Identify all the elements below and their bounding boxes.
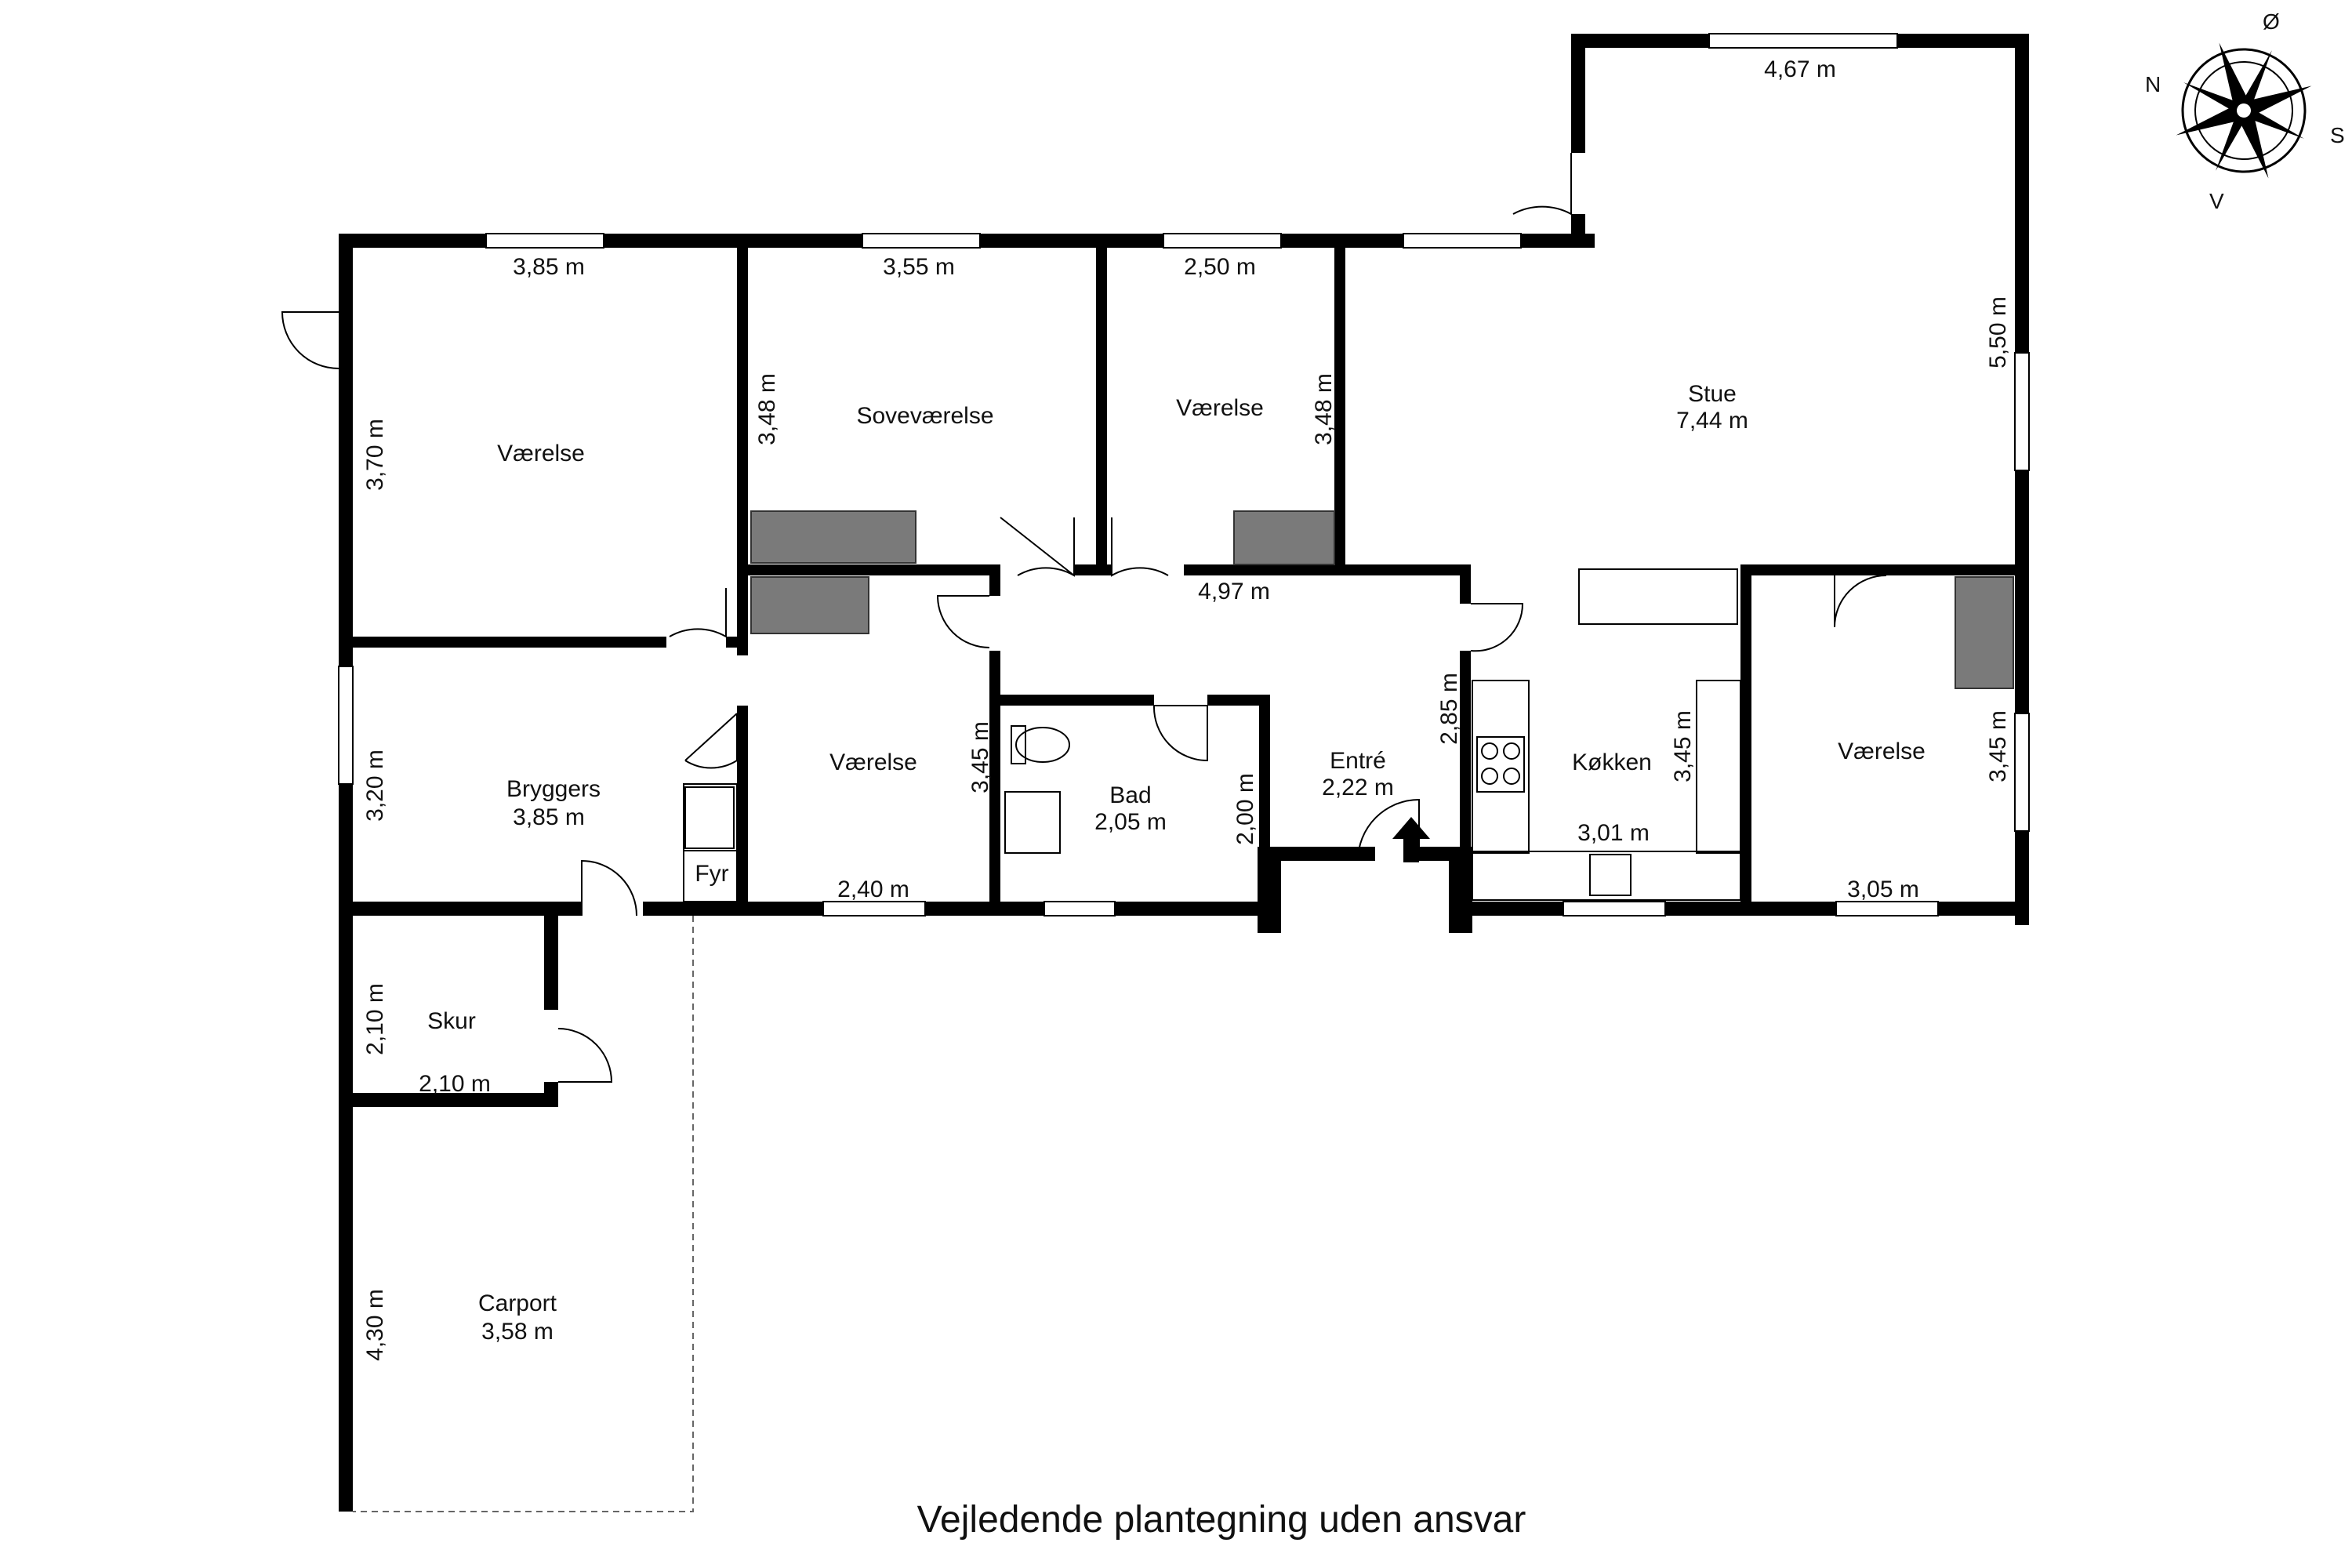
compass-v-label: V xyxy=(2209,189,2224,213)
dim-top-vaerelse: 3,85 m xyxy=(513,254,585,280)
dim-top-vaerelse2: 2,50 m xyxy=(1184,254,1256,280)
fixtures xyxy=(684,510,2014,901)
compass-o-label: Ø xyxy=(2263,9,2280,34)
room-stue-size: 7,44 m xyxy=(1676,408,1748,434)
entrance-arrow-icon xyxy=(1392,817,1430,862)
room-bryggers-label: Bryggers xyxy=(506,776,601,802)
room-vaerelse-e-label: Værelse xyxy=(1838,739,1926,764)
room-bad-size: 2,05 m xyxy=(1094,809,1167,835)
room-fyr-label: Fyr xyxy=(695,861,728,887)
wardrobe-vaerelse-e xyxy=(1955,576,2014,689)
room-vaerelse-mid-label: Værelse xyxy=(829,750,917,775)
dim-bottom-skur: 2,10 m xyxy=(419,1071,491,1097)
dim-side-skur: 2,10 m xyxy=(362,983,388,1055)
room-bryggers-size: 3,85 m xyxy=(513,804,585,830)
dim-side-entre: 2,85 m xyxy=(1436,673,1462,745)
dimension-labels: 3,85 m 3,55 m 2,50 m 4,67 m 4,97 m 2,40 … xyxy=(362,56,2011,1361)
room-sovevaerelse-label: Soveværelse xyxy=(856,403,993,429)
dim-side-sove: 3,48 m xyxy=(754,373,780,445)
room-skur-label: Skur xyxy=(427,1008,476,1034)
room-bad-label: Bad xyxy=(1109,782,1151,808)
dim-side-stue: 5,50 m xyxy=(1985,296,2011,368)
wardrobe-sove xyxy=(750,510,916,564)
dim-side-koekken: 3,45 m xyxy=(1670,710,1696,782)
carport-outline xyxy=(353,916,694,1512)
room-labels: Værelse Soveværelse Værelse Stue 7,44 m … xyxy=(427,381,1926,1345)
dim-side-vaerelse-n: 3,48 m xyxy=(1311,373,1337,445)
compass-rose-icon xyxy=(2176,42,2312,179)
dim-bottom-vaerelse-mid: 2,40 m xyxy=(837,877,909,902)
dim-side-carport: 4,30 m xyxy=(362,1289,388,1361)
windows xyxy=(338,33,2030,916)
wardrobe-vaerelse-mid xyxy=(750,576,869,634)
dim-side-vaerelse-e: 3,45 m xyxy=(1985,710,2011,782)
dim-bottom-koekken: 3,01 m xyxy=(1577,820,1650,846)
dim-hall: 4,97 m xyxy=(1198,579,1270,604)
dim-side-bad: 2,00 m xyxy=(1232,773,1258,845)
room-stue-label: Stue xyxy=(1688,381,1737,407)
room-vaerelse-n-label: Værelse xyxy=(1176,395,1264,421)
dim-bottom-vaerelse-e: 3,05 m xyxy=(1847,877,1919,902)
dim-side-vaerelse-mid: 3,45 m xyxy=(967,721,993,793)
room-koekken-label: Køkken xyxy=(1572,750,1652,775)
dim-top-stue: 4,67 m xyxy=(1764,56,1836,82)
wardrobe-vaerelse-n xyxy=(1233,510,1335,565)
room-carport-label: Carport xyxy=(478,1290,557,1316)
room-carport-size: 3,58 m xyxy=(481,1319,554,1345)
dim-side-bryggers: 3,20 m xyxy=(362,750,388,822)
dim-side-vaerelse-nw: 3,70 m xyxy=(362,419,388,491)
dim-top-sove: 3,55 m xyxy=(883,254,955,280)
room-entre-size: 2,22 m xyxy=(1322,775,1394,800)
doors xyxy=(281,153,1887,1083)
footer-caption: Vejledende plantegning uden ansvar xyxy=(917,1499,1526,1541)
compass-n-label: N xyxy=(2145,72,2161,96)
room-vaerelse-nw-label: Værelse xyxy=(497,441,585,466)
compass-s-label: S xyxy=(2330,123,2345,147)
room-entre-label: Entré xyxy=(1330,748,1386,774)
